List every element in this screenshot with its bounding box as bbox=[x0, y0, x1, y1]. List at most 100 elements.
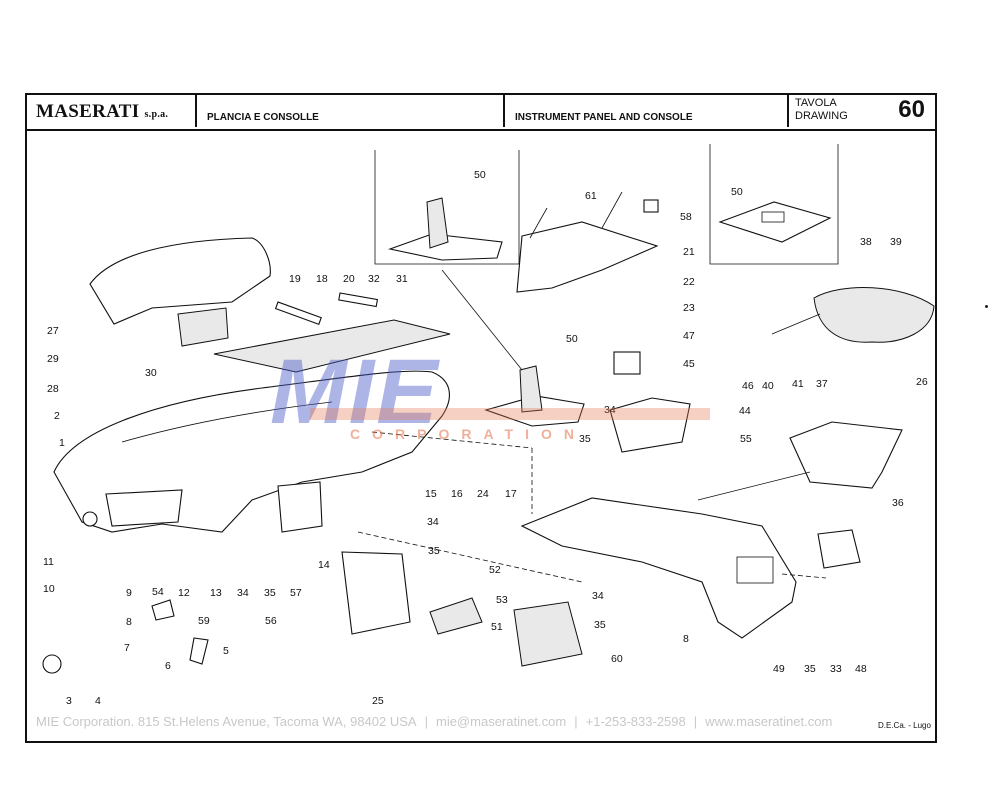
leader-box36 bbox=[697, 471, 811, 501]
clip-58 bbox=[643, 199, 659, 213]
callout-34: 34 bbox=[604, 404, 616, 416]
callout-57: 57 bbox=[290, 587, 302, 599]
callout-46: 46 bbox=[742, 380, 754, 392]
callout-39: 39 bbox=[890, 236, 902, 248]
callout-13: 13 bbox=[210, 587, 222, 599]
callout-22: 22 bbox=[683, 276, 695, 288]
footer-contact: MIE Corporation. 815 St.Helens Avenue, T… bbox=[36, 714, 832, 729]
callout-28: 28 bbox=[47, 383, 59, 395]
drawing-sheet: MASERATI s.p.a. PLANCIA E CONSOLLE INSTR… bbox=[25, 93, 988, 743]
assembly-line-4 bbox=[781, 573, 827, 579]
instrument-hood bbox=[89, 237, 271, 325]
callout-50: 50 bbox=[731, 186, 743, 198]
callout-19: 19 bbox=[289, 273, 301, 285]
callout-29: 29 bbox=[47, 353, 59, 365]
callout-56: 56 bbox=[265, 615, 277, 627]
footer-sep-1: | bbox=[424, 714, 428, 729]
callout-8: 8 bbox=[126, 616, 132, 628]
callout-60: 60 bbox=[611, 653, 623, 665]
gear-boot-main bbox=[519, 365, 543, 413]
callout-38: 38 bbox=[860, 236, 872, 248]
callout-41: 41 bbox=[792, 378, 804, 390]
switch-48 bbox=[817, 529, 861, 569]
bracket-7 bbox=[151, 599, 175, 621]
pad-30 bbox=[177, 307, 229, 347]
glovebox-12 bbox=[105, 489, 183, 527]
tavola-label: TAVOLA bbox=[795, 97, 837, 109]
callout-21: 21 bbox=[683, 246, 695, 258]
callout-35: 35 bbox=[428, 545, 440, 557]
title-english: INSTRUMENT PANEL AND CONSOLE bbox=[515, 112, 693, 123]
callout-10: 10 bbox=[43, 583, 55, 595]
callout-54: 54 bbox=[152, 586, 164, 598]
brand-name: MASERATI s.p.a. bbox=[36, 101, 168, 123]
callout-27: 27 bbox=[47, 325, 59, 337]
tray-44 bbox=[609, 397, 691, 453]
callout-50: 50 bbox=[474, 169, 486, 181]
footer-sep-2: | bbox=[574, 714, 578, 729]
callout-9: 9 bbox=[126, 587, 132, 599]
radio-housing-14 bbox=[277, 481, 323, 533]
gear-boot-plate bbox=[387, 233, 503, 261]
bracket-21 bbox=[516, 221, 659, 293]
callout-33: 33 bbox=[830, 663, 842, 675]
callout-58: 58 bbox=[680, 211, 692, 223]
callout-61: 61 bbox=[585, 190, 597, 202]
storage-box-36 bbox=[789, 421, 903, 489]
drawing-label: DRAWING bbox=[795, 110, 848, 122]
callout-14: 14 bbox=[318, 559, 330, 571]
callout-7: 7 bbox=[124, 642, 130, 654]
dashboard-vent-line bbox=[121, 401, 333, 443]
callout-4: 4 bbox=[95, 695, 101, 707]
brand-cell: MASERATI s.p.a. bbox=[27, 95, 197, 127]
callout-1: 1 bbox=[59, 437, 65, 449]
callout-5: 5 bbox=[223, 645, 229, 657]
upper-panel-18 bbox=[213, 319, 451, 373]
gaiter-60 bbox=[513, 601, 583, 667]
plate-cutout bbox=[761, 211, 785, 223]
callout-24: 24 bbox=[477, 488, 489, 500]
callout-51: 51 bbox=[491, 621, 503, 633]
pad-5 bbox=[189, 637, 209, 665]
footer-email[interactable]: mie@maseratinet.com bbox=[435, 714, 567, 729]
callout-59: 59 bbox=[198, 615, 210, 627]
armrest-cushion-37 bbox=[813, 287, 935, 343]
callout-31: 31 bbox=[396, 273, 408, 285]
ashtray-47 bbox=[613, 351, 641, 375]
footer-website[interactable]: www.maseratinet.com bbox=[705, 714, 833, 729]
leader-cushion bbox=[771, 313, 821, 335]
callout-15: 15 bbox=[425, 488, 437, 500]
bracket-arms bbox=[529, 191, 623, 239]
footer-sep-3: | bbox=[693, 714, 698, 729]
bezel-25-a bbox=[341, 551, 411, 635]
brand-text: MASERATI bbox=[36, 101, 140, 122]
callout-34: 34 bbox=[237, 587, 249, 599]
switch-hole bbox=[82, 511, 98, 527]
callout-32: 32 bbox=[368, 273, 380, 285]
gear-boot bbox=[426, 197, 449, 249]
callout-16: 16 bbox=[451, 488, 463, 500]
callout-17: 17 bbox=[505, 488, 517, 500]
callout-25: 25 bbox=[372, 695, 384, 707]
footer-phone: +1-253-833-2598 bbox=[585, 714, 686, 729]
inset-box-gear-boot bbox=[374, 150, 520, 265]
knob-3 bbox=[42, 654, 62, 674]
title-block: MASERATI s.p.a. PLANCIA E CONSOLLE INSTR… bbox=[27, 95, 935, 131]
callout-20: 20 bbox=[343, 273, 355, 285]
callout-35: 35 bbox=[264, 587, 276, 599]
brand-suffix: s.p.a. bbox=[144, 109, 169, 120]
callout-55: 55 bbox=[740, 433, 752, 445]
callout-30: 30 bbox=[145, 367, 157, 379]
callout-49: 49 bbox=[773, 663, 785, 675]
callout-45: 45 bbox=[683, 358, 695, 370]
inset-box-plate bbox=[709, 144, 839, 265]
italian-title-cell: PLANCIA E CONSOLLE bbox=[197, 95, 505, 127]
callout-35: 35 bbox=[579, 433, 591, 445]
callout-36: 36 bbox=[892, 497, 904, 509]
callout-35: 35 bbox=[594, 619, 606, 631]
drawing-credit: D.E.Ca. - Lugo bbox=[876, 721, 933, 730]
callout-52: 52 bbox=[489, 564, 501, 576]
strip-19 bbox=[274, 301, 322, 326]
callout-34: 34 bbox=[592, 590, 604, 602]
